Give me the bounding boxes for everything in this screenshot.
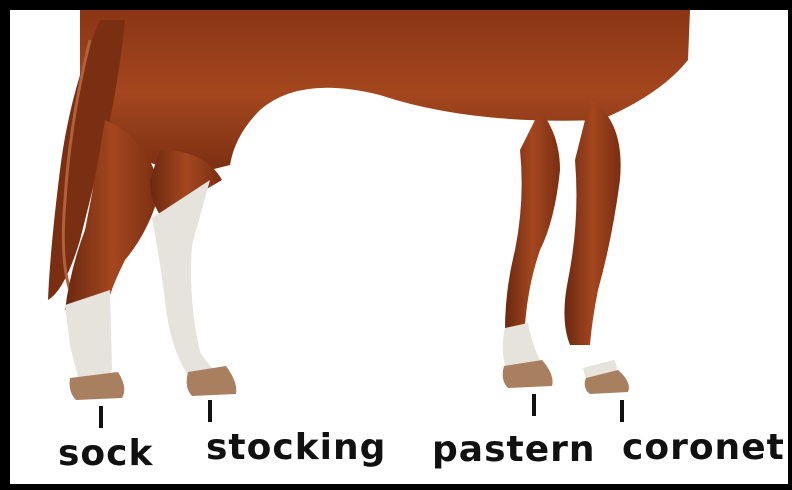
sock-tick <box>99 406 103 428</box>
pastern-tick <box>532 394 536 416</box>
pastern-label: pastern <box>432 432 596 468</box>
sock-label: sock <box>58 436 153 472</box>
front-leg-pastern <box>505 110 560 330</box>
coronet-tick <box>620 400 624 422</box>
coronet-label: coronet <box>622 430 785 466</box>
sock-hoof <box>70 372 125 400</box>
illustration-panel: sock stocking pastern coronet <box>10 10 788 484</box>
stocking-label: stocking <box>206 430 386 466</box>
stocking-tick <box>208 400 212 422</box>
horse-hindquarters-illustration <box>10 10 788 484</box>
front-leg-coronet <box>564 100 620 345</box>
sock-marking <box>65 290 112 385</box>
